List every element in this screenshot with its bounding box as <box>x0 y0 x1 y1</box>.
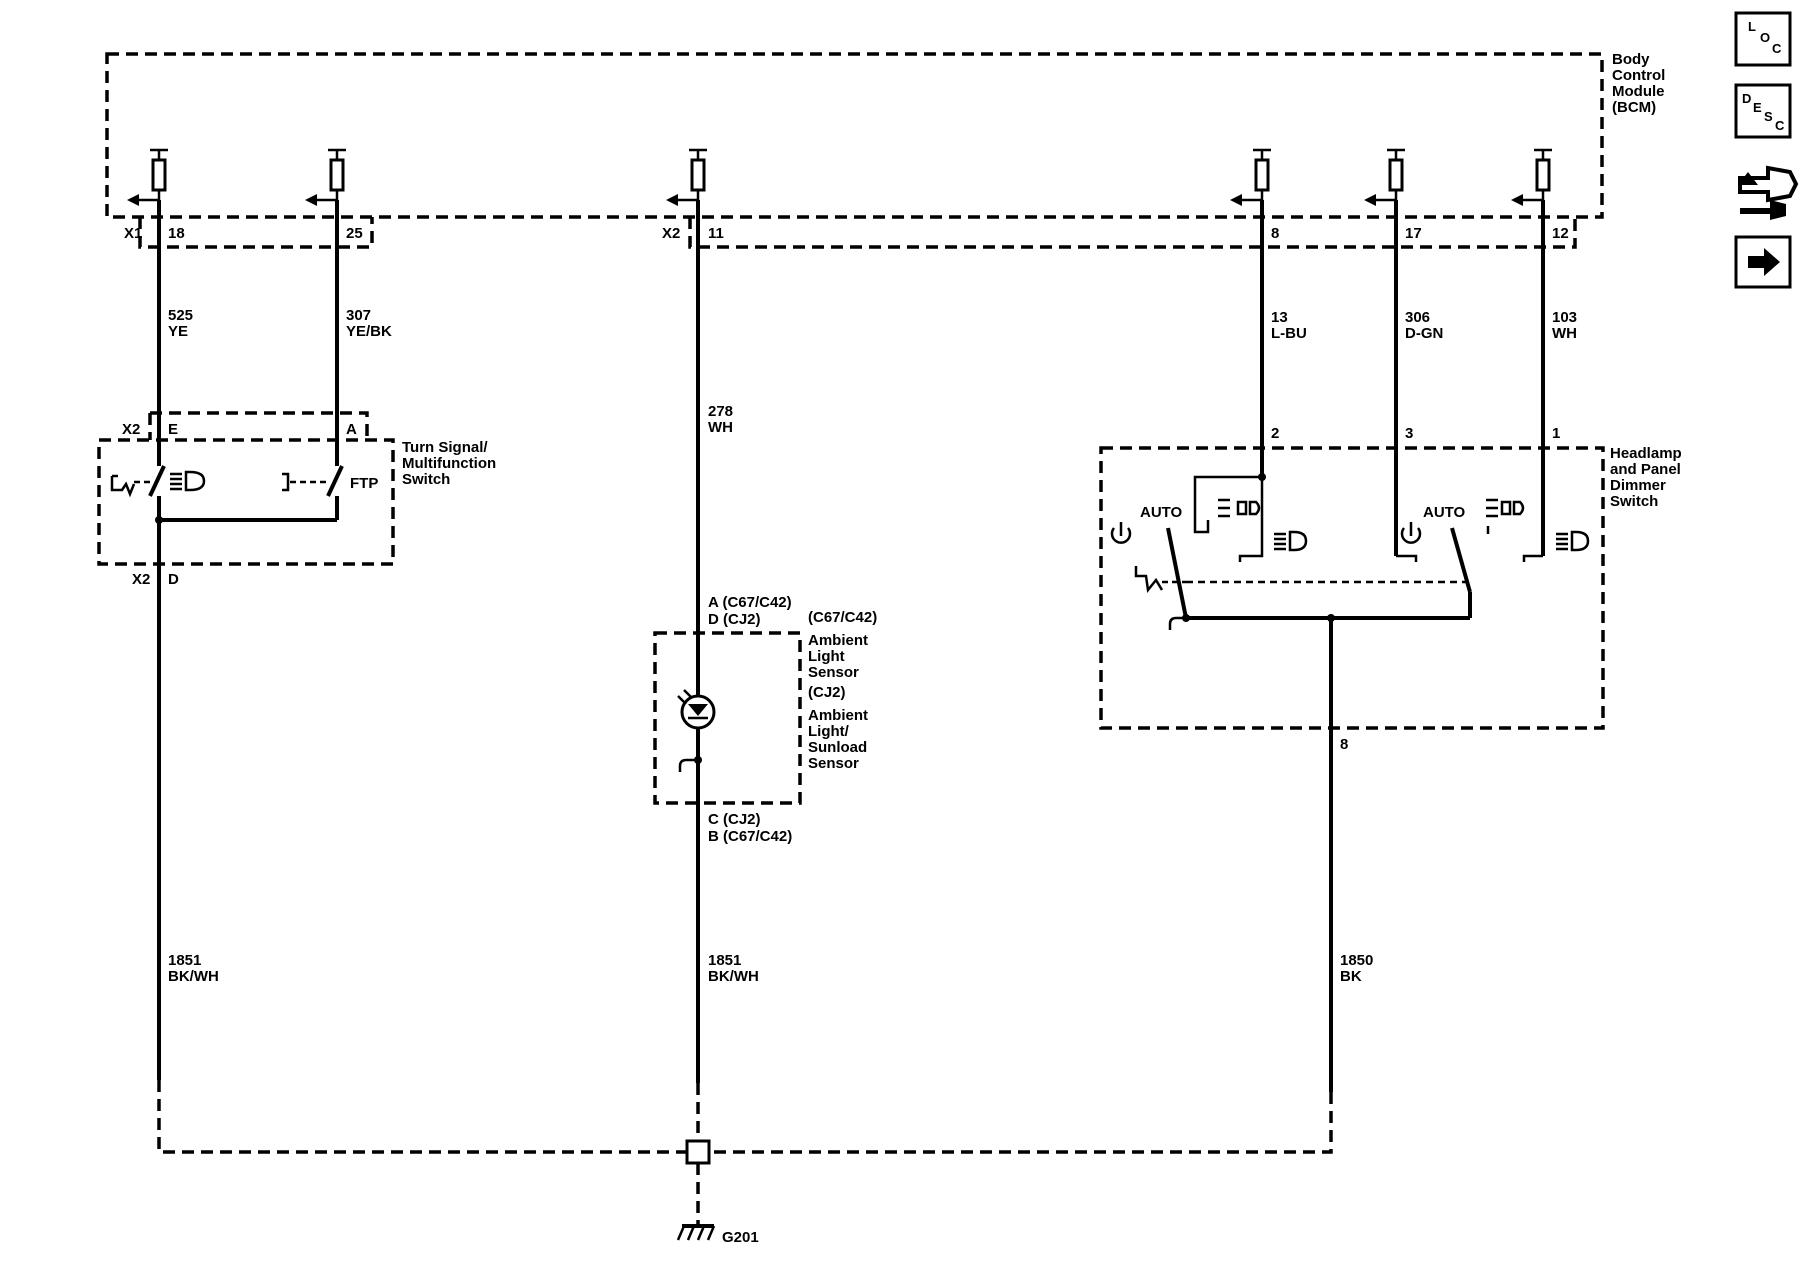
desc-button[interactable]: D E S C <box>1734 83 1792 139</box>
desc-letter-s: S <box>1764 109 1773 124</box>
wire-307-circuit: 307 <box>346 307 371 324</box>
loc-letter-o: O <box>1760 30 1770 45</box>
wire-307-color: YE/BK <box>346 323 392 340</box>
desc-letter-d: D <box>1742 91 1751 106</box>
wire-1851-left-color: BK/WH <box>168 968 219 985</box>
wire-525-color: YE <box>168 323 188 340</box>
headlamp-label-3: Dimmer <box>1610 477 1666 494</box>
headlamp-switch: 2 3 1 8 Headlamp and Panel Dimmer Switch… <box>1099 425 1682 753</box>
ground-label: G201 <box>722 1229 759 1246</box>
pin-d-label: D <box>168 571 179 588</box>
pin-17-label: 17 <box>1405 225 1422 242</box>
wire-306-color: D-GN <box>1405 325 1443 342</box>
wire-1851-mid-color: BK/WH <box>708 968 759 985</box>
high-beam-icon <box>170 470 206 492</box>
bcm-pins <box>127 148 1552 206</box>
arrow-right-icon <box>1748 248 1780 276</box>
turn-signal-label-3: Switch <box>402 471 450 488</box>
low-beam-icon-1 <box>1274 530 1308 552</box>
wire-306-circuit: 306 <box>1405 309 1430 326</box>
ambient-label-8: Sunload <box>808 739 867 756</box>
auto-label-2: AUTO <box>1423 504 1466 521</box>
photodiode-icon <box>677 689 716 730</box>
wire-103-circuit: 103 <box>1552 309 1577 326</box>
loc-button[interactable]: L O C <box>1734 11 1792 67</box>
sensor-bottom-pin-1: C (CJ2) <box>708 811 761 828</box>
hl-pin-2: 2 <box>1271 425 1279 442</box>
connector-x2-turn-bottom-label: X2 <box>132 571 150 588</box>
ground-icon <box>676 1224 716 1241</box>
pin-18-label: 18 <box>168 225 185 242</box>
pin-e-label: E <box>168 421 178 438</box>
pin-12-label: 12 <box>1552 225 1569 242</box>
bcm-connector-x1 <box>138 217 374 249</box>
turn-signal-label-1: Turn Signal/ <box>402 439 488 456</box>
turn-signal-label-2: Multifunction <box>402 455 496 472</box>
wire-525-circuit: 525 <box>168 307 193 324</box>
sensor-top-pin-1: A (C67/C42) <box>708 594 792 611</box>
bcm-label-4: (BCM) <box>1612 99 1656 116</box>
wire-1850-color: BK <box>1340 968 1362 985</box>
wire-13-color: L-BU <box>1271 325 1307 342</box>
hl-pin-3: 3 <box>1405 425 1413 442</box>
pin-a-label: A <box>346 421 357 438</box>
turn-signal-switch: X2 E A X2 D Turn Signal/ Multifunction S… <box>97 411 496 588</box>
wire-1851-mid-circuit: 1851 <box>708 952 741 969</box>
sensor-top-pin-2: D (CJ2) <box>708 611 761 628</box>
parking-lamp-icon-2 <box>1486 498 1525 518</box>
bcm-label-1: Body <box>1612 51 1650 68</box>
wire-13-circuit: 13 <box>1271 309 1288 326</box>
ambient-label-4: Sensor <box>808 664 859 681</box>
low-beam-icon-2 <box>1556 530 1590 552</box>
ambient-label-7: Light/ <box>808 723 850 740</box>
wire-1851-left-circuit: 1851 <box>168 952 201 969</box>
loc-letter-c: C <box>1772 41 1782 56</box>
ambient-label-3: Light <box>808 648 845 665</box>
headlamp-label-1: Headlamp <box>1610 445 1682 462</box>
wire-103-color: WH <box>1552 325 1577 342</box>
ambient-label-1: (C67/C42) <box>808 609 877 626</box>
ambient-label-5: (CJ2) <box>808 684 846 701</box>
headlamp-label-4: Switch <box>1610 493 1658 510</box>
power-icon-1 <box>1110 522 1132 544</box>
connector-repair-button[interactable] <box>1738 165 1799 220</box>
wire-1850-circuit: 1850 <box>1340 952 1373 969</box>
sensor-bottom-pin-2: B (C67/C42) <box>708 828 792 845</box>
ambient-label-6: Ambient <box>808 707 868 724</box>
desc-letter-e: E <box>1753 100 1762 115</box>
pin-8-label: 8 <box>1271 225 1279 242</box>
ground-network: G201 <box>157 1080 1333 1246</box>
bcm-label-2: Control <box>1612 67 1665 84</box>
auto-label-1: AUTO <box>1140 504 1183 521</box>
pin-25-label: 25 <box>346 225 363 242</box>
loc-letter-l: L <box>1748 19 1756 34</box>
connector-x2-turn-label: X2 <box>122 421 140 438</box>
connector-repair-icon <box>1738 165 1799 220</box>
ftp-label: FTP <box>350 475 378 492</box>
connector-x2-label: X2 <box>662 225 680 242</box>
pin-11-label: 11 <box>708 225 724 242</box>
power-icon-2 <box>1400 522 1422 544</box>
ambient-light-sensor: A (C67/C42) D (CJ2) C (CJ2) B (C67/C42) … <box>653 594 877 845</box>
connector-x1-label: X1 <box>124 225 142 242</box>
wire-278-color: WH <box>708 419 733 436</box>
bcm-module: Body Control Module (BCM) <box>105 51 1665 219</box>
ambient-label-9: Sensor <box>808 755 859 772</box>
bcm-connector-x2 <box>688 217 1577 249</box>
bcm-label-3: Module <box>1612 83 1665 100</box>
parking-lamp-icon-1 <box>1218 498 1261 518</box>
ambient-label-2: Ambient <box>808 632 868 649</box>
wire-278-circuit: 278 <box>708 403 733 420</box>
hl-pin-1: 1 <box>1552 425 1560 442</box>
hl-pin-8: 8 <box>1340 736 1348 753</box>
headlamp-label-2: and Panel <box>1610 461 1681 478</box>
desc-letter-c: C <box>1775 118 1785 133</box>
next-button[interactable] <box>1734 235 1792 289</box>
